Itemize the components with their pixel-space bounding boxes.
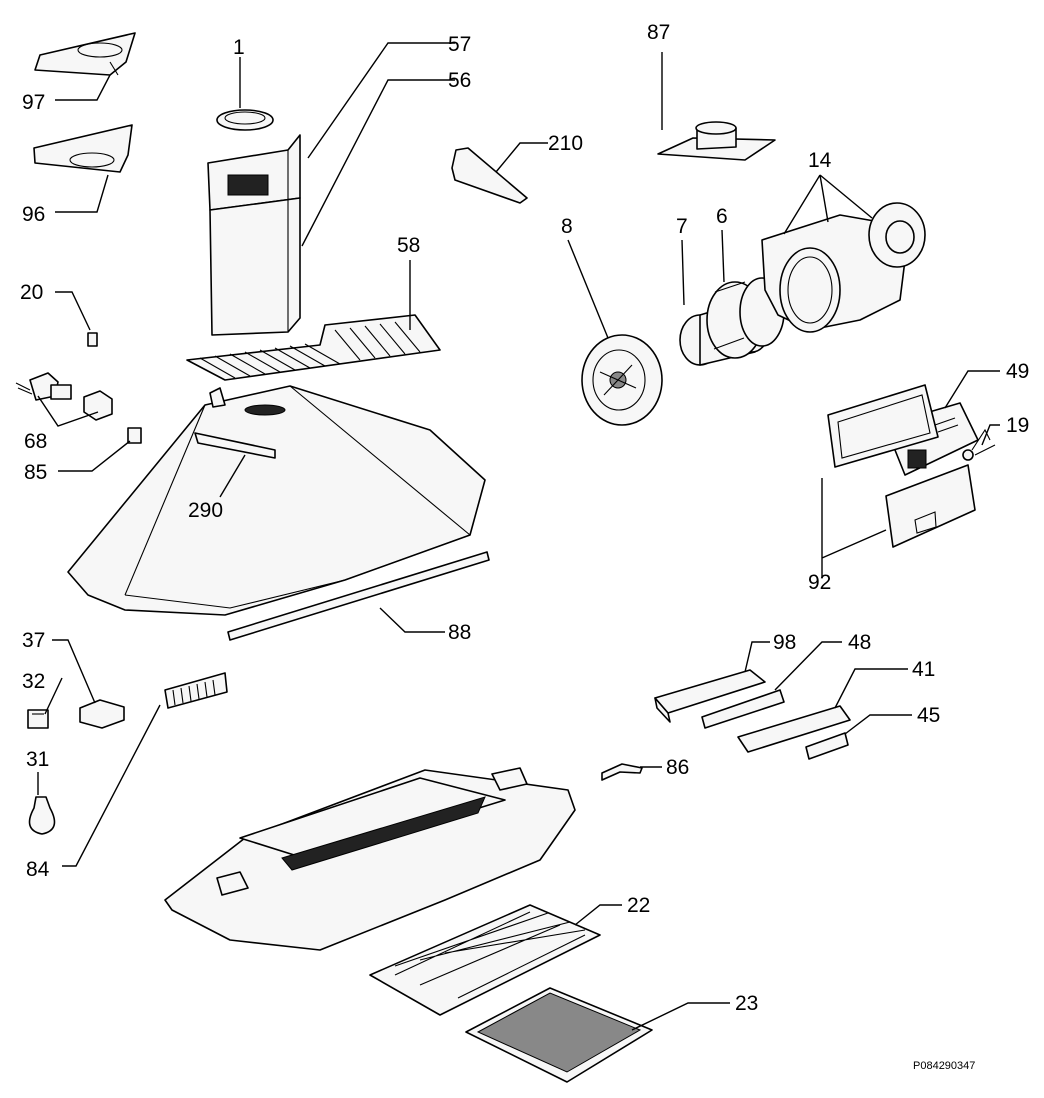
- part-87-adapter: [657, 121, 776, 161]
- label-97: 97: [22, 91, 45, 114]
- hood-lower-tray: [164, 767, 576, 951]
- part-31-bulb: [28, 796, 56, 835]
- part-19-connector: [962, 428, 996, 461]
- part-86-cable: [601, 763, 643, 781]
- part-20-capacitor: [87, 332, 98, 347]
- part-32-clip: [27, 709, 49, 729]
- label-92: 92: [808, 571, 831, 594]
- label-87: 87: [647, 21, 670, 44]
- part-58-grid: [186, 314, 441, 381]
- label-14: 14: [808, 149, 832, 172]
- label-6: 6: [716, 205, 728, 228]
- label-19: 19: [1006, 414, 1029, 437]
- label-23: 23: [735, 992, 758, 1015]
- label-37: 37: [22, 629, 45, 652]
- part-22-grease-filter: [369, 904, 601, 1016]
- label-56: 56: [448, 69, 471, 92]
- label-1: 1: [233, 36, 245, 59]
- part-1-collar: [216, 109, 274, 131]
- part-88-rail: [227, 551, 490, 641]
- label-7: 7: [676, 215, 688, 238]
- part-45-buttons: [805, 732, 849, 760]
- part-97-bracket: [34, 32, 136, 76]
- label-48: 48: [848, 631, 871, 654]
- label-20: 20: [20, 281, 43, 304]
- part-23-carbon-filter: [465, 987, 653, 1083]
- label-58: 58: [397, 234, 420, 257]
- label-210: 210: [548, 132, 583, 155]
- part-8-fan-wheel: [581, 334, 663, 426]
- label-45: 45: [917, 704, 940, 727]
- part-48-button-strip: [701, 689, 785, 729]
- label-41: 41: [912, 658, 935, 681]
- part-chimney-57-56: [207, 134, 301, 336]
- part-84-grille: [164, 672, 228, 709]
- part-98-control-housing: [654, 669, 766, 723]
- part-68-switch: [15, 372, 113, 421]
- label-8: 8: [561, 215, 573, 238]
- label-96: 96: [22, 203, 45, 226]
- part-210-clip: [451, 147, 528, 204]
- label-49: 49: [1006, 360, 1029, 383]
- label-86: 86: [666, 756, 689, 779]
- part-labels: 1 57 56 87 97 96 210 14 8 7 6 58 20 68 8…: [20, 21, 1029, 1072]
- label-98: 98: [773, 631, 796, 654]
- part-85-clip: [127, 427, 142, 444]
- label-84: 84: [26, 858, 50, 881]
- part-92-filters: [827, 384, 976, 548]
- label-57: 57: [448, 33, 471, 56]
- part-96-bracket: [33, 124, 133, 173]
- part-37-lamp-holder: [79, 699, 125, 729]
- drawing-code: P084290347: [913, 1060, 975, 1072]
- label-88: 88: [448, 621, 471, 644]
- label-290: 290: [188, 499, 223, 522]
- leader-lines: [37, 42, 1000, 1031]
- label-32: 32: [22, 670, 45, 693]
- label-85: 85: [24, 461, 47, 484]
- label-22: 22: [627, 894, 650, 917]
- label-31: 31: [26, 748, 49, 771]
- hood-main-body: [67, 385, 486, 616]
- part-14-blower-housing: [761, 202, 926, 333]
- label-68: 68: [24, 430, 47, 453]
- part-41-control-panel: [737, 705, 851, 753]
